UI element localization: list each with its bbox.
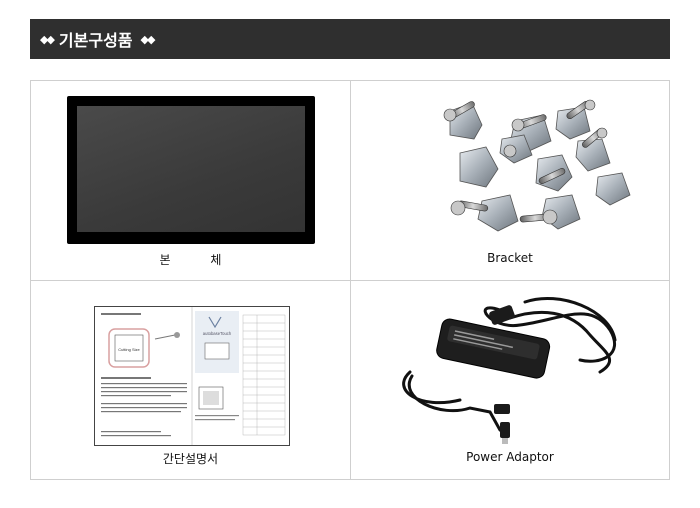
component-label: Power Adaptor <box>466 450 554 464</box>
section-title: 기본구성품 <box>58 31 133 50</box>
component-cell-body: 본 체 <box>31 81 351 281</box>
manual-sheet: autobaseTouch <box>94 306 290 446</box>
component-cell-bracket: Bracket <box>350 81 670 281</box>
power-adaptor-image <box>350 280 670 450</box>
diamond-icon: ◆◆ <box>140 32 156 46</box>
diamond-icon: ◆◆ <box>40 32 55 46</box>
component-cell-manual: autobaseTouch <box>31 280 351 480</box>
component-label: Bracket <box>487 251 533 265</box>
brackets-icon <box>443 99 631 232</box>
manual-image: autobaseTouch <box>31 280 350 450</box>
manual-page-icon: autobaseTouch <box>101 307 286 445</box>
component-label: 본 체 <box>159 253 240 267</box>
component-label: 간단설명서 <box>162 452 219 466</box>
manual-cutting-size: Cutting Size <box>118 347 140 352</box>
component-cell-adaptor: Power Adaptor <box>350 280 670 480</box>
components-grid: 본 체 <box>30 80 670 480</box>
monitor-bezel <box>67 96 315 244</box>
monitor-image <box>31 81 350 251</box>
bracket-image <box>350 81 670 251</box>
section-header: ◆◆ 기본구성품 ◆◆ <box>30 19 670 59</box>
power-adaptor-icon <box>402 297 617 444</box>
monitor-screen <box>77 106 305 232</box>
manual-brand: autobaseTouch <box>203 331 232 336</box>
